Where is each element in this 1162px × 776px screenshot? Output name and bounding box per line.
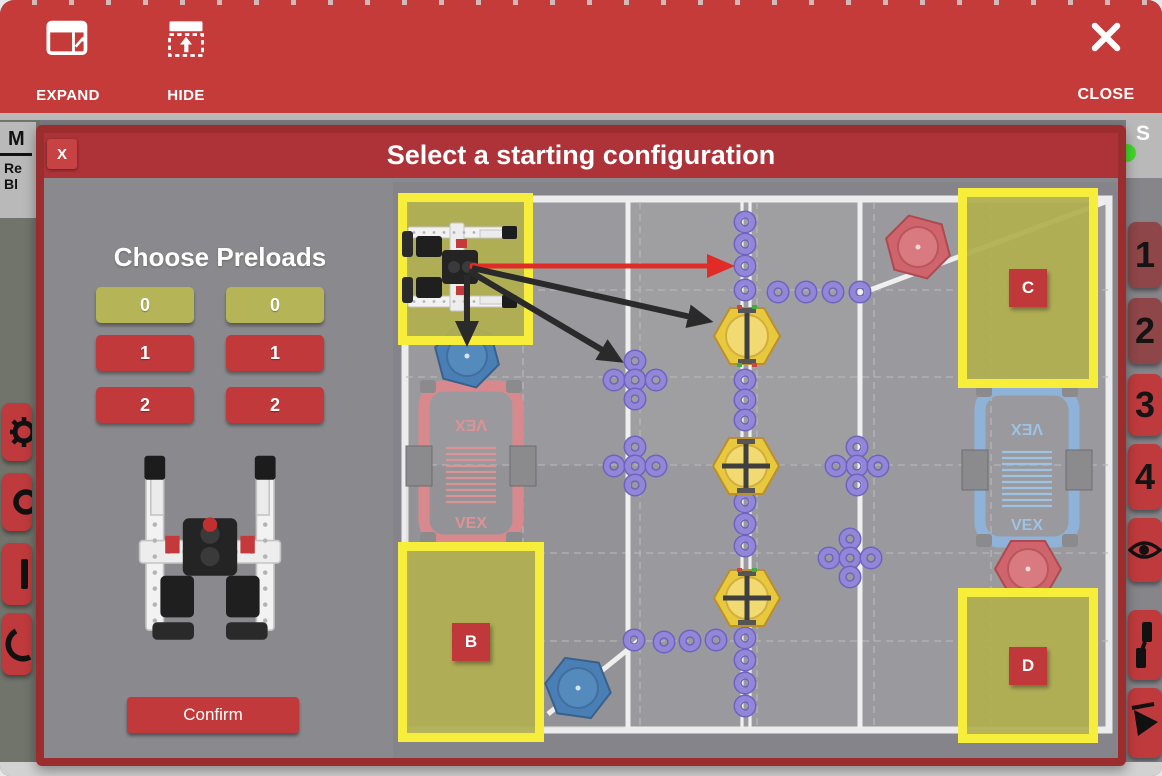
close-label: CLOSE bbox=[1077, 86, 1135, 103]
zone-b-label: B bbox=[452, 623, 490, 661]
left-tab-monitor[interactable]: M Re Bl bbox=[0, 122, 36, 218]
sidebar-circle-button[interactable] bbox=[2, 473, 39, 531]
yellow-goal bbox=[712, 437, 780, 495]
toolbar-divider bbox=[0, 113, 1162, 120]
curve-icon bbox=[5, 628, 32, 662]
yellow-goal bbox=[713, 568, 781, 627]
play-arrow-icon bbox=[1131, 702, 1158, 736]
sidebar-gear-button[interactable] bbox=[2, 403, 36, 461]
zone-c-start-position[interactable]: C bbox=[958, 188, 1098, 388]
sidebar-step2-button[interactable]: 2 bbox=[1128, 298, 1162, 364]
sidebar-link-button[interactable] bbox=[1128, 610, 1162, 680]
sidebar-curve-button[interactable] bbox=[2, 613, 32, 675]
ladder-brackets bbox=[405, 380, 537, 545]
robot-preview-image bbox=[138, 454, 282, 641]
left-tab-label: M bbox=[8, 128, 25, 150]
zone-a-start-position[interactable] bbox=[398, 193, 533, 345]
dialog-body: Choose Preloads 0 1 2 0 1 2 Confirm bbox=[44, 178, 1118, 758]
sidebar-eye-button[interactable] bbox=[1127, 518, 1162, 582]
left-text-line1: Re bbox=[4, 160, 22, 176]
starting-configuration-dialog: X Select a starting configuration Choose… bbox=[36, 125, 1126, 766]
blue-goal bbox=[540, 654, 616, 722]
zone-d-label: D bbox=[1009, 646, 1047, 685]
hide-button[interactable]: HIDE bbox=[138, 18, 234, 104]
close-icon bbox=[1091, 22, 1121, 52]
circle-arc-icon bbox=[13, 489, 39, 515]
close-button[interactable]: CLOSE bbox=[1058, 18, 1154, 104]
preload-right-2-button[interactable]: 2 bbox=[226, 387, 324, 423]
right-tab-label: S bbox=[1136, 122, 1151, 145]
preload-right-0-button[interactable]: 0 bbox=[226, 287, 324, 323]
dialog-header: X Select a starting configuration bbox=[44, 133, 1118, 178]
hide-icon bbox=[168, 21, 204, 57]
ladder-brackets bbox=[961, 384, 1093, 547]
step2-label: 2 bbox=[1134, 310, 1156, 351]
sidebar-arrow-button[interactable] bbox=[1128, 688, 1162, 758]
field-view: VEX VEX bbox=[393, 182, 1118, 758]
yellow-goal bbox=[713, 305, 781, 367]
zone-c-label: C bbox=[1009, 269, 1047, 307]
zone-b-start-position[interactable]: B bbox=[398, 542, 544, 742]
preloads-heading: Choose Preloads bbox=[113, 242, 327, 272]
red-goal bbox=[877, 210, 959, 284]
preload-right-1-button[interactable]: 1 bbox=[226, 335, 324, 371]
expand-label: EXPAND bbox=[36, 87, 100, 104]
step3-label: 3 bbox=[1134, 384, 1156, 425]
step4-label: 4 bbox=[1134, 456, 1156, 497]
dialog-close-button[interactable]: X bbox=[47, 139, 77, 169]
svg-text:VEX: VEX bbox=[1011, 517, 1043, 534]
svg-text:VEX: VEX bbox=[1011, 420, 1043, 437]
svg-text:VEX: VEX bbox=[455, 515, 487, 532]
svg-text:VEX: VEX bbox=[455, 416, 487, 433]
expand-icon bbox=[46, 20, 88, 56]
sidebar-step3-button[interactable]: 3 bbox=[1128, 374, 1162, 436]
sidebar-bar-button[interactable] bbox=[2, 543, 32, 605]
dialog-title: Select a starting configuration bbox=[386, 140, 776, 170]
sidebar-step4-button[interactable]: 4 bbox=[1128, 444, 1162, 510]
hide-label: HIDE bbox=[167, 87, 205, 104]
gear-icon bbox=[10, 417, 36, 447]
right-tab-settings[interactable]: S bbox=[1126, 120, 1162, 178]
left-text-line2: Bl bbox=[4, 176, 18, 192]
zone-d-start-position[interactable]: D bbox=[958, 588, 1098, 743]
preload-left-2-button[interactable]: 2 bbox=[96, 387, 194, 423]
preload-left-1-button[interactable]: 1 bbox=[96, 335, 194, 371]
eye-icon bbox=[1127, 541, 1162, 559]
bar-icon bbox=[21, 559, 28, 589]
preload-left-0-button[interactable]: 0 bbox=[96, 287, 194, 323]
ruler-ticks bbox=[0, 0, 1162, 5]
active-tab-underline bbox=[0, 153, 32, 156]
expand-button[interactable]: EXPAND bbox=[20, 18, 116, 104]
sidebar-step1-button[interactable]: 1 bbox=[1128, 222, 1162, 288]
step1-label: 1 bbox=[1134, 234, 1156, 275]
confirm-button[interactable]: Confirm bbox=[127, 697, 299, 733]
link-icon bbox=[1136, 622, 1152, 668]
